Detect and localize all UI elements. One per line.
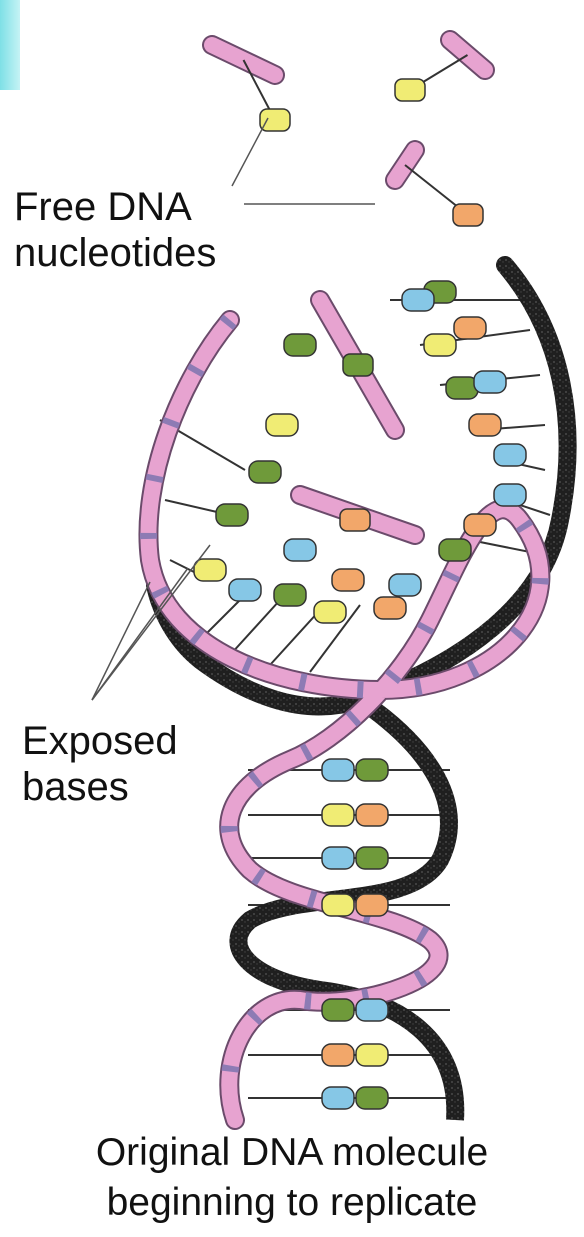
base	[322, 894, 354, 916]
base	[322, 1044, 354, 1066]
label-exposed-line2: bases	[22, 764, 178, 810]
rung	[230, 600, 280, 655]
label-original-line2: beginning to replicate	[0, 1178, 584, 1228]
free-nucleotide	[395, 150, 483, 226]
base	[356, 1044, 388, 1066]
base	[389, 574, 421, 596]
base	[216, 504, 248, 526]
base	[274, 584, 306, 606]
base	[494, 484, 526, 506]
base	[469, 414, 501, 436]
base	[284, 539, 316, 561]
base	[322, 804, 354, 826]
base	[474, 371, 506, 393]
rung	[270, 610, 320, 665]
base	[356, 759, 388, 781]
base	[229, 579, 261, 601]
base	[464, 514, 496, 536]
label-original-line1: Original DNA molecule	[0, 1128, 584, 1178]
base	[446, 377, 478, 399]
base	[322, 999, 354, 1021]
free-nucleotide	[212, 45, 290, 131]
base	[266, 414, 298, 436]
base	[374, 597, 406, 619]
free-nucleotide	[320, 300, 395, 430]
label-original-dna: Original DNA molecule beginning to repli…	[0, 1128, 584, 1228]
label-free-nucleotides: Free DNA nucleotides	[14, 184, 216, 276]
base	[356, 894, 388, 916]
label-free-line1: Free DNA	[14, 184, 216, 230]
base	[249, 461, 281, 483]
base	[314, 601, 346, 623]
base	[322, 1087, 354, 1109]
base	[356, 999, 388, 1021]
label-free-line2: nucleotides	[14, 230, 216, 276]
label-exposed-line1: Exposed	[22, 718, 178, 764]
base	[494, 444, 526, 466]
base	[194, 559, 226, 581]
free-nucleotide	[300, 495, 415, 535]
base	[356, 1087, 388, 1109]
base	[332, 569, 364, 591]
base	[439, 539, 471, 561]
base	[322, 847, 354, 869]
base	[322, 759, 354, 781]
base	[356, 804, 388, 826]
base	[424, 334, 456, 356]
free-nucleotide	[395, 40, 485, 101]
base	[402, 289, 434, 311]
base	[284, 334, 316, 356]
label-exposed-bases: Exposed bases	[22, 718, 178, 810]
base	[454, 317, 486, 339]
base	[356, 847, 388, 869]
